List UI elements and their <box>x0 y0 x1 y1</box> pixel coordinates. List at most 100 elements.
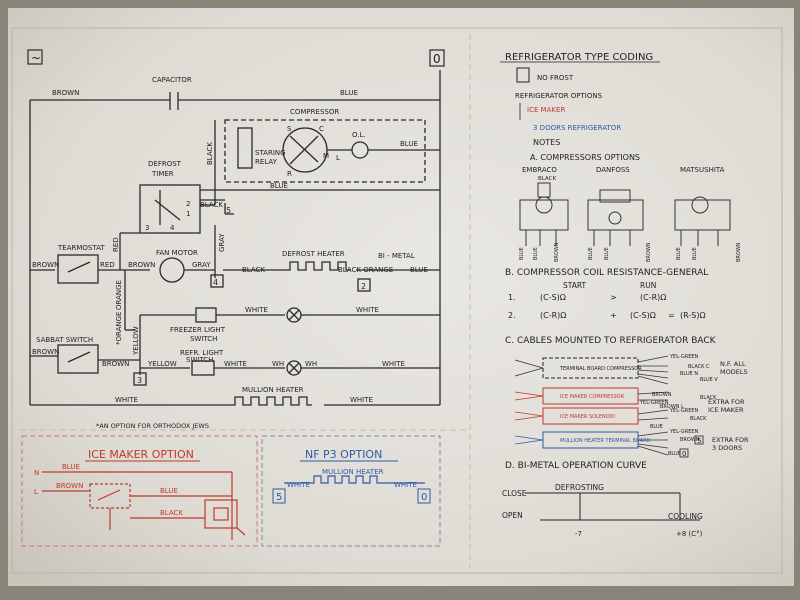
label-blue-bimetal: BLUE <box>410 266 428 274</box>
cable-brown-4: BROWN <box>652 392 672 398</box>
cable-black-c: BLACK C <box>688 364 710 370</box>
label-brown-sabbat: BROWN <box>32 348 59 356</box>
label-bimetal: BI - METAL <box>378 252 415 260</box>
label-defrost: DEFROST <box>148 160 182 168</box>
row2-op2: = <box>668 311 675 320</box>
extra-3: EXTRA FOR <box>712 436 749 444</box>
nf-mullion: MULLION HEATER <box>322 468 384 476</box>
row2-num: 2. <box>508 311 516 320</box>
comp-wire-8: BLUE <box>692 247 698 260</box>
extra-3b: 3 DOORS <box>712 444 742 452</box>
minus7-label: -7 <box>575 530 582 538</box>
models: MODELS <box>720 368 748 376</box>
nf-white2: WHITE <box>394 481 417 489</box>
label-wh2: WH <box>305 360 317 368</box>
label-c-r: R <box>287 170 292 178</box>
defrosting-label: DEFROSTING <box>555 483 604 492</box>
paper-sheet <box>8 8 794 586</box>
cable-yel-green-4: YEL-GREEN <box>639 400 669 406</box>
three-doors-label: 3 DOORS REFRIGERATOR <box>533 124 621 132</box>
term-5-right: 5 <box>697 437 701 445</box>
nf-t5: 5 <box>276 492 282 503</box>
cable-yel-green-2: YEL-GREEN <box>669 408 699 414</box>
terminal-zero: 0 <box>433 52 441 66</box>
run-label: RUN <box>640 281 656 290</box>
open-label: OPEN <box>502 511 523 520</box>
label-brown-top: BROWN <box>52 89 79 97</box>
label-timer-1: 1 <box>186 210 190 218</box>
term-0-right: 0 <box>682 450 686 458</box>
label-c-l: L <box>336 154 340 162</box>
label-red-horizontal: RED <box>100 261 115 269</box>
extra-ice: EXTRA FOR <box>708 398 745 406</box>
ice-maker-title: ICE MAKER OPTION <box>88 448 194 461</box>
label-ol: O.L. <box>352 131 366 139</box>
right-notes: REFRIGERATOR TYPE CODING NO FROST REFRIG… <box>500 52 725 182</box>
label-brown-fan: BROWN <box>128 261 155 269</box>
comp-wire-3: BROWN <box>554 242 560 262</box>
cable-black-4: BLACK <box>700 395 717 401</box>
ice-n: N <box>34 469 39 477</box>
label-mullion: MULLION HEATER <box>242 386 304 394</box>
left-schematic <box>29 70 441 406</box>
label-c-c: C <box>319 125 324 133</box>
label-black-vertical: BLACK <box>206 142 214 165</box>
label-orange-star: *ORANGE <box>115 312 123 345</box>
compressor-drawings <box>519 182 731 246</box>
label-termostat: TEARMOSTAT <box>57 244 105 252</box>
embraco-black: BLACK <box>538 176 556 182</box>
label-relay: RELAY <box>255 158 278 166</box>
cable-blue-v: BLUE V <box>700 377 718 383</box>
terminal-5: 5 <box>226 206 231 215</box>
label-fan-motor: FAN MOTOR <box>156 249 198 257</box>
comp-wire-4: BLUE <box>588 247 594 260</box>
label-compressor: COMPRESSOR <box>290 108 339 116</box>
box-terminal-compressor: TERMINAL BOARD COMPRESSOR <box>559 366 642 372</box>
label-blue-ol: BLUE <box>400 140 418 148</box>
ice-l: L <box>34 488 38 496</box>
row1-b: (C-R)Ω <box>640 293 666 302</box>
label-switch-fl: SWITCH <box>190 335 217 343</box>
no-frost: NO FROST <box>537 74 574 82</box>
bimetal-curve <box>525 492 700 521</box>
cable-yel-green-3: YEL-GREEN <box>669 429 699 435</box>
terminal-2: 2 <box>361 282 366 291</box>
section-b-title: B. COMPRESSOR COIL RESISTANCE-GENERAL <box>505 268 708 278</box>
type-coding-title: REFRIGERATOR TYPE CODING <box>505 52 653 63</box>
danfoss: DANFOSS <box>596 166 630 174</box>
nf-all: N.F. ALL <box>720 360 746 368</box>
label-c-m: M <box>323 152 329 160</box>
row2-a: (C-R)Ω <box>540 311 566 320</box>
ac-symbol: ~ <box>31 51 41 65</box>
label-c-s: S <box>287 125 292 133</box>
label-wh1: WH <box>272 360 284 368</box>
comp-wire-5: BLUE <box>604 247 610 260</box>
comp-wire-7: BLUE <box>676 247 682 260</box>
label-white-fl1: WHITE <box>245 306 268 314</box>
label-blue-top: BLUE <box>340 89 358 97</box>
label-freezer-light: FREEZER LIGHT <box>170 326 226 334</box>
section-d-title: D. BI-METAL OPERATION CURVE <box>505 461 647 471</box>
label-timer-3: 3 <box>145 224 149 232</box>
cable-black-2: BLACK <box>690 416 707 422</box>
comp-wire-9: BROWN <box>736 242 742 262</box>
row1-num: 1. <box>508 293 516 302</box>
row2-c: (R-S)Ω <box>680 311 706 320</box>
comp-wire-1: BLUE <box>519 247 525 260</box>
plus8-label: +8 (C°) <box>676 530 703 538</box>
label-brown-sabbat2: BROWN <box>102 360 129 368</box>
label-sabbat: SABBAT SWITCH <box>36 336 93 344</box>
extra-ice2: ICE MAKER <box>708 406 744 414</box>
label-gray-vertical: GRAY <box>218 233 226 252</box>
ice-blue2: BLUE <box>160 487 178 495</box>
box-ice-compressor: ICE MAKER COMPRESSOR <box>560 394 625 400</box>
refrigerator-options: REFRIGERATOR OPTIONS <box>515 92 603 100</box>
row2-b: (C-S)Ω <box>630 311 656 320</box>
cable-blue-4: BLUE <box>650 424 663 430</box>
row2-op1: + <box>610 311 617 320</box>
label-yellow-h: YELLOW <box>147 360 177 368</box>
cable-yel-green-1: YEL-GREEN <box>669 354 699 360</box>
ice-black: BLACK <box>160 509 183 517</box>
ice-brown: BROWN <box>56 482 83 490</box>
